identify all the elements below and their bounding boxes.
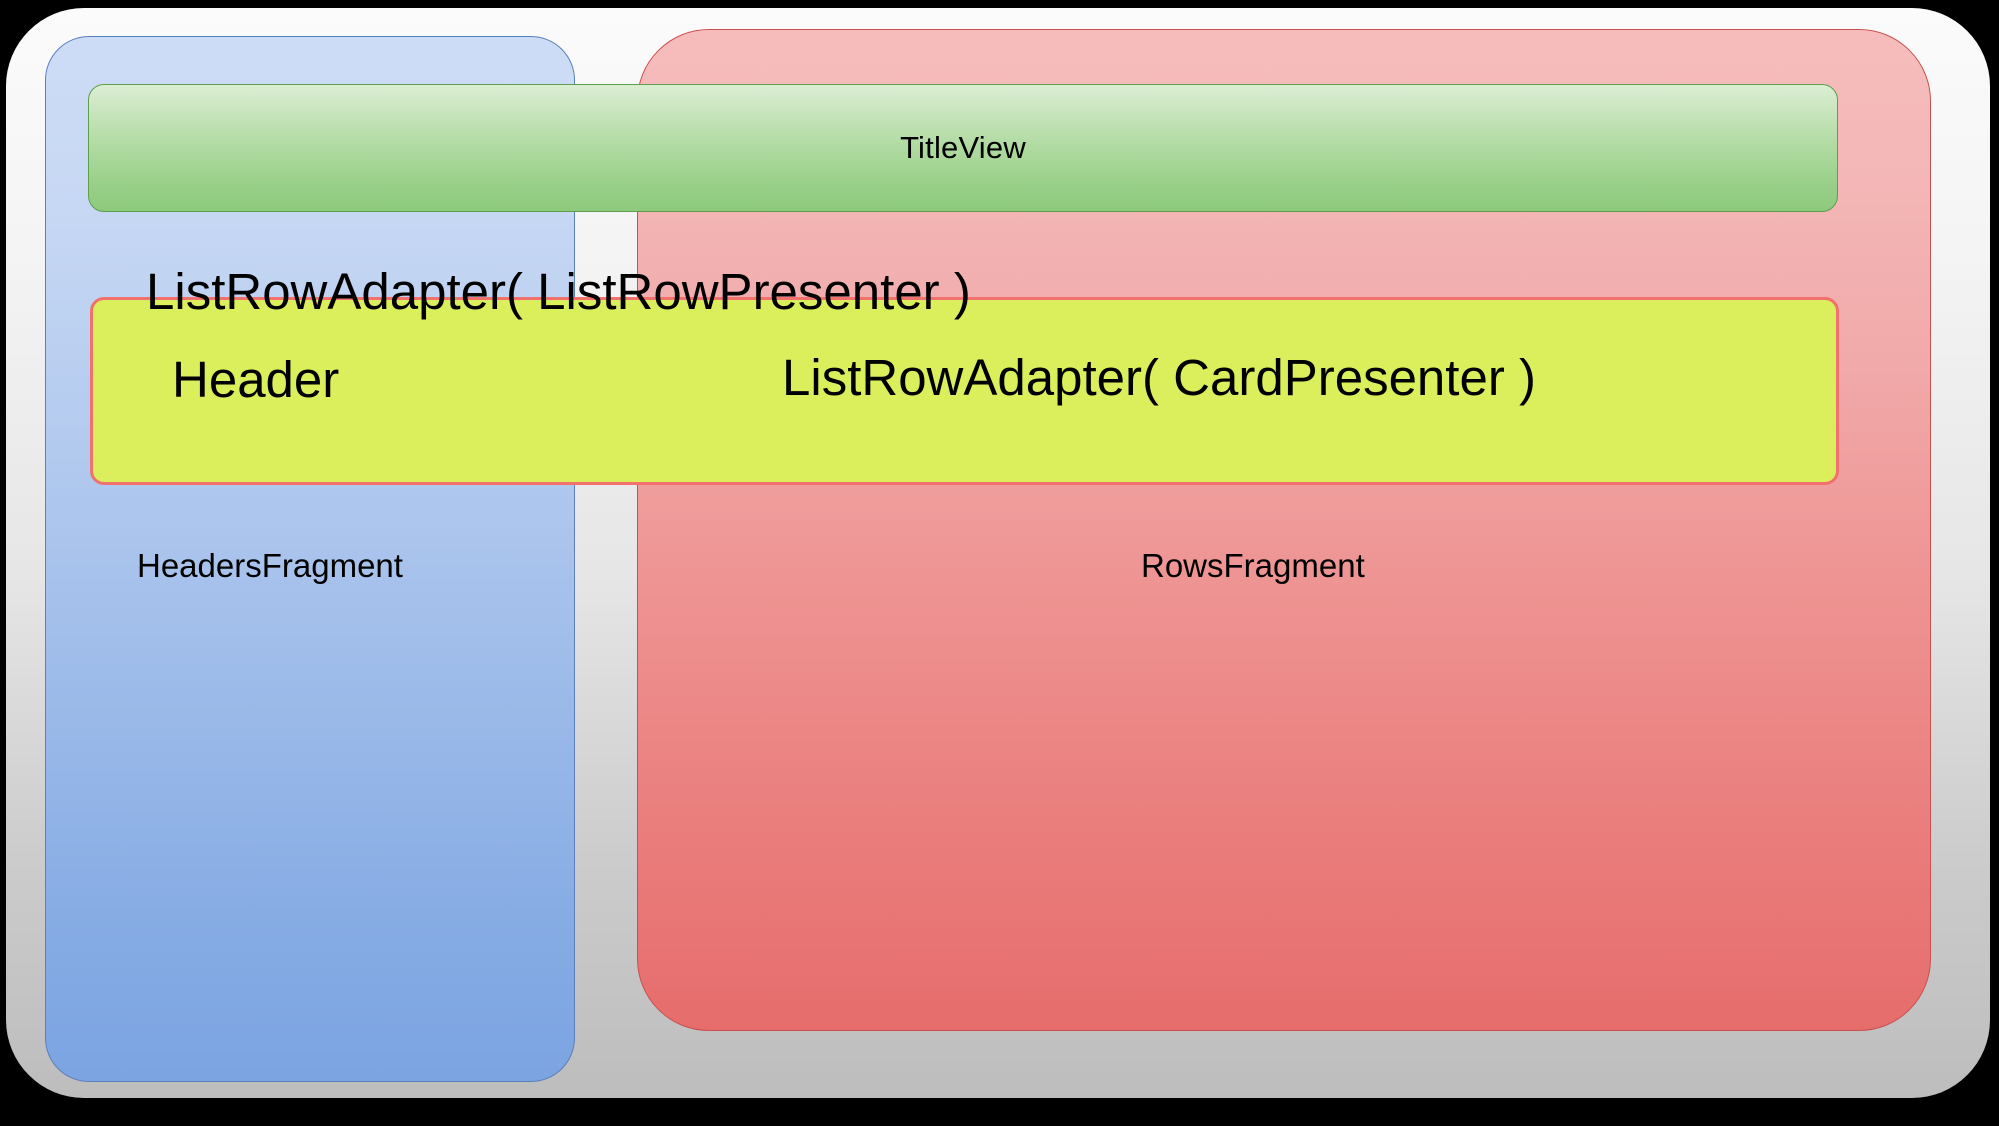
list-row-adapter-listrowpresenter-label: ListRowAdapter( ListRowPresenter ) bbox=[146, 263, 971, 320]
title-view-box[interactable]: TitleView bbox=[88, 84, 1838, 212]
title-view-label: TitleView bbox=[900, 130, 1026, 165]
list-row-adapter-box[interactable] bbox=[90, 297, 1839, 485]
list-row-adapter-cardpresenter-label: ListRowAdapter( CardPresenter ) bbox=[782, 349, 1536, 406]
rows-fragment-label: RowsFragment bbox=[1141, 547, 1365, 584]
headers-fragment-label: HeadersFragment bbox=[137, 547, 403, 584]
header-label: Header bbox=[172, 351, 340, 408]
